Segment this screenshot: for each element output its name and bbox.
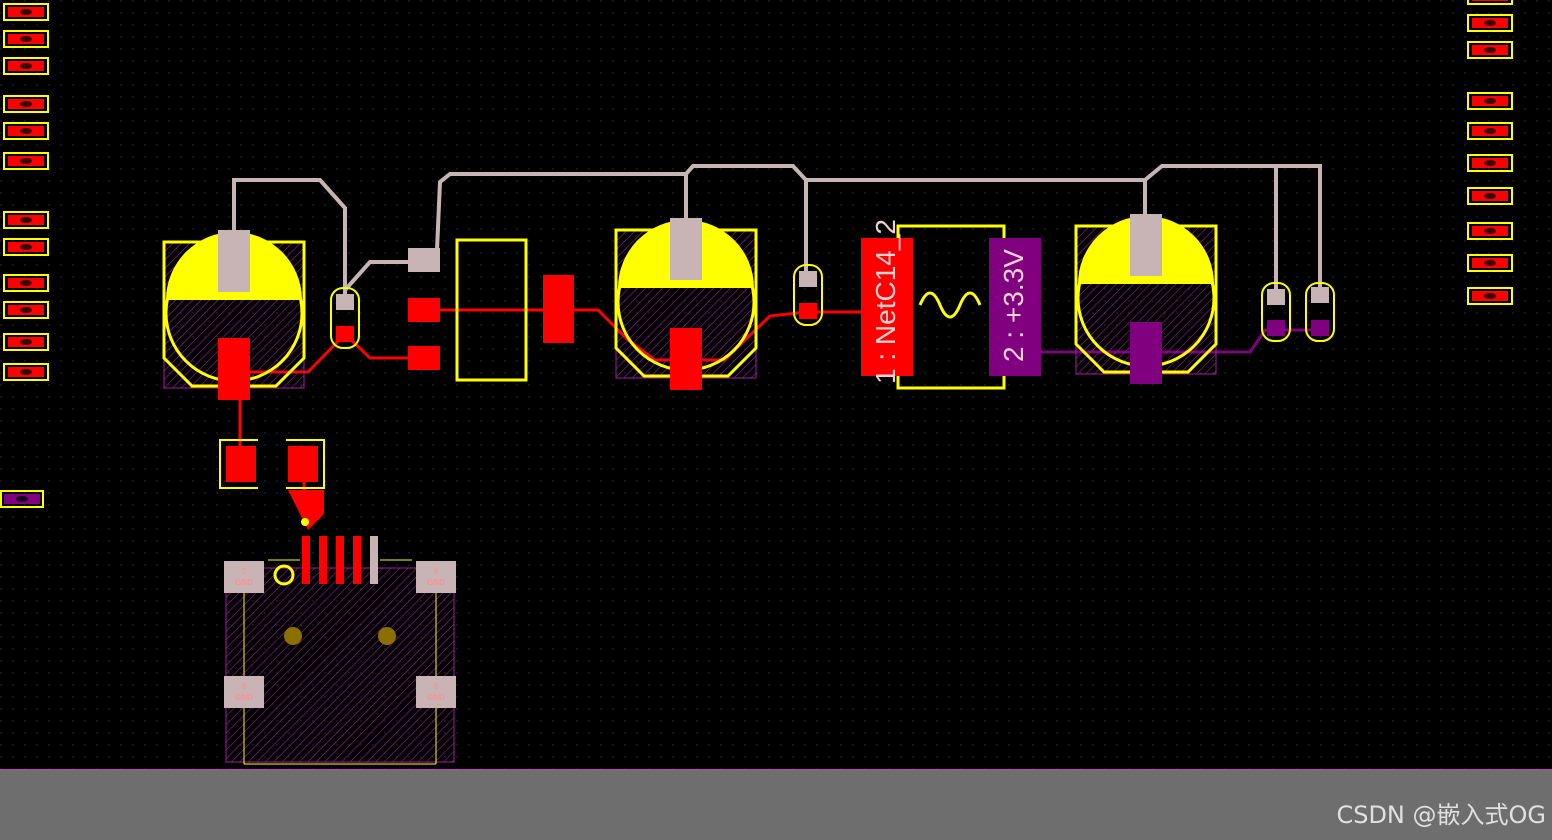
capacitor-c2[interactable] bbox=[614, 218, 758, 390]
pcb-canvas[interactable]: 1 : NetC14_2 2 : +3.3V bbox=[0, 0, 1552, 769]
fuse-pad-2-pin: 2 bbox=[998, 346, 1029, 362]
usb-gnd-pad-7[interactable]: 7 GND bbox=[224, 561, 264, 593]
svg-text:1 : NetC14_2: 1 : NetC14_2 bbox=[870, 219, 901, 384]
pad-net: GND bbox=[235, 578, 253, 587]
pad-net: GND bbox=[235, 693, 253, 702]
fuse-pad-1-pin: 1 bbox=[870, 368, 901, 384]
usb-signal-pin[interactable] bbox=[353, 536, 361, 584]
fuse-pad-2[interactable] bbox=[989, 238, 1041, 376]
usb-signal-pin[interactable] bbox=[319, 536, 327, 584]
capacitor-c1[interactable] bbox=[162, 230, 306, 400]
pad-number: 8 bbox=[242, 682, 247, 691]
fuse-pad-1-net: NetC14_2 bbox=[870, 219, 901, 345]
pad-number: 6 bbox=[434, 567, 439, 576]
mounting-hole bbox=[284, 627, 302, 645]
small-cap-4[interactable] bbox=[1305, 282, 1335, 342]
usb-gnd-pad-8[interactable]: 8 GND bbox=[224, 676, 264, 708]
small-cap-1[interactable] bbox=[330, 287, 360, 349]
usb-gnd-pad-6[interactable]: 6 GND bbox=[416, 561, 456, 593]
usb-gnd-pad-9[interactable]: 9 GND bbox=[416, 676, 456, 708]
usb-signal-pin[interactable] bbox=[336, 536, 344, 584]
smd-component-bottom[interactable] bbox=[0, 490, 44, 508]
bottom-panel: CSDN @嵌入式OG bbox=[0, 769, 1552, 840]
fuse-pad-2-net: +3.3V bbox=[998, 249, 1029, 323]
usb-signal-pin[interactable] bbox=[302, 536, 310, 584]
usb-signal-pin[interactable] bbox=[370, 536, 378, 584]
pad-number: 9 bbox=[434, 682, 439, 691]
small-cap-2[interactable] bbox=[793, 264, 823, 326]
pad-net: GND bbox=[427, 578, 445, 587]
svg-text:2 : +3.3V: 2 : +3.3V bbox=[998, 249, 1029, 362]
capacitor-c3[interactable] bbox=[1074, 214, 1218, 384]
left-component-column bbox=[0, 3, 49, 508]
fuse-f1[interactable]: 1 : NetC14_2 2 : +3.3V bbox=[861, 219, 1041, 390]
pin1-marker-icon bbox=[273, 564, 295, 586]
usb-connector[interactable]: 7 GND 6 GND 8 GND 9 GND bbox=[224, 536, 456, 765]
pad-net: GND bbox=[427, 693, 445, 702]
fuse-pad-1[interactable] bbox=[861, 238, 913, 376]
pad-number: 7 bbox=[242, 567, 247, 576]
mounting-hole bbox=[378, 627, 396, 645]
small-cap-3[interactable] bbox=[1261, 282, 1291, 342]
regulator-u1[interactable] bbox=[408, 238, 574, 382]
watermark-text: CSDN @嵌入式OG bbox=[1336, 801, 1546, 829]
diode-d1[interactable] bbox=[219, 439, 325, 530]
